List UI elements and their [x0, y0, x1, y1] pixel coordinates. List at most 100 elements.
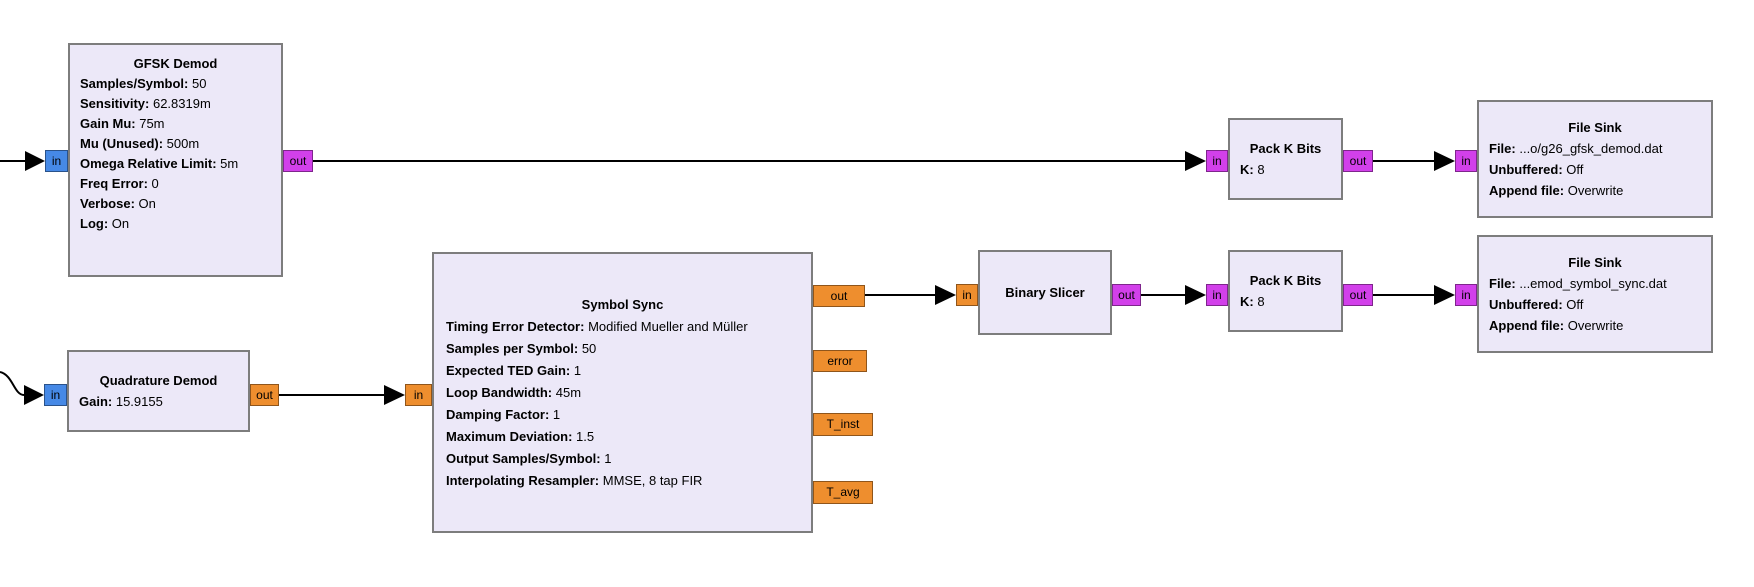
connection-into-quadrature-demod[interactable]	[0, 371, 25, 396]
gfsk-demod-in-port[interactable]: in	[45, 150, 68, 172]
arrowhead-icon	[24, 385, 44, 405]
block-title: File Sink	[1568, 254, 1622, 270]
quadrature-demod-in-port[interactable]: in	[44, 384, 67, 406]
param-label: File:	[1489, 275, 1520, 291]
param-value: 15.9155	[115, 393, 163, 409]
block-param: Expected TED Gain: 1	[446, 360, 799, 382]
block-binary-slicer[interactable]: Binary Slicer	[978, 250, 1112, 335]
param-value: On	[111, 216, 130, 231]
block-quadrature-demod[interactable]: Quadrature Demod Gain: 15.9155	[67, 350, 250, 432]
arrowhead-icon	[25, 151, 45, 171]
symbol-sync-out-port[interactable]: out	[813, 285, 865, 307]
pack-k-bits-top-in-port[interactable]: in	[1206, 150, 1228, 172]
block-param: Samples/Symbol: 50	[80, 74, 271, 94]
param-value: 8	[1257, 293, 1265, 309]
arrowhead-icon	[935, 285, 956, 305]
param-label: File:	[1489, 140, 1520, 156]
quadrature-demod-out-port[interactable]: out	[250, 384, 279, 406]
block-title: Pack K Bits	[1249, 272, 1322, 288]
param-label: Log:	[80, 216, 112, 231]
param-value: Off	[1566, 161, 1584, 177]
block-param: Sensitivity: 62.8319m	[80, 94, 271, 114]
param-value: 50	[581, 340, 597, 356]
param-label: Interpolating Resampler:	[446, 472, 603, 488]
param-value: 45m	[555, 384, 582, 400]
block-params: K: 8	[1230, 291, 1341, 312]
block-params: K: 8	[1230, 159, 1341, 180]
param-label: Maximum Deviation:	[446, 428, 577, 444]
block-title: File Sink	[1568, 119, 1622, 135]
param-label: Samples per Symbol:	[446, 340, 582, 356]
symbol-sync-t-inst-port[interactable]: T_inst	[813, 413, 873, 436]
arrowhead-icon	[384, 385, 405, 405]
gfsk-demod-out-port[interactable]: out	[283, 150, 313, 172]
param-label: Unbuffered:	[1489, 161, 1567, 177]
block-title: Symbol Sync	[581, 296, 664, 312]
param-label: Sensitivity:	[80, 96, 153, 111]
file-sink-bottom-in-port[interactable]: in	[1455, 284, 1477, 306]
param-value: Off	[1566, 296, 1584, 312]
block-param: Maximum Deviation: 1.5	[446, 426, 799, 448]
block-params: Gain: 15.9155	[69, 391, 248, 412]
block-param: Log: On	[80, 214, 271, 234]
param-value: On	[138, 196, 156, 211]
arrowhead-icon	[1185, 285, 1206, 305]
block-pack-k-bits-top[interactable]: Pack K Bits K: 8	[1228, 118, 1343, 200]
block-param: File: ...emod_symbol_sync.dat	[1489, 273, 1701, 294]
arrowhead-icon	[1434, 285, 1455, 305]
arrowhead-icon	[1185, 151, 1206, 171]
param-value: 1	[604, 450, 612, 466]
binary-slicer-in-port[interactable]: in	[956, 284, 978, 306]
block-param: Append file: Overwrite	[1489, 315, 1701, 336]
param-label: Omega Relative Limit:	[80, 156, 221, 171]
symbol-sync-error-port[interactable]: error	[813, 350, 867, 372]
block-param: Damping Factor: 1	[446, 404, 799, 426]
block-title: Binary Slicer	[1005, 284, 1085, 300]
param-label: Gain Mu:	[80, 116, 140, 131]
param-value: MMSE, 8 tap FIR	[602, 472, 703, 488]
param-label: Output Samples/Symbol:	[446, 450, 605, 466]
param-value: Overwrite	[1567, 182, 1624, 198]
param-value: 75m	[139, 116, 165, 131]
pack-k-bits-top-out-port[interactable]: out	[1343, 150, 1373, 172]
block-param: K: 8	[1240, 291, 1331, 312]
symbol-sync-t-avg-port[interactable]: T_avg	[813, 481, 873, 504]
param-label: Append file:	[1489, 317, 1568, 333]
block-param: K: 8	[1240, 159, 1331, 180]
block-param: Output Samples/Symbol: 1	[446, 448, 799, 470]
param-label: Samples/Symbol:	[80, 76, 192, 91]
param-value: Modified Mueller and Müller	[588, 318, 748, 334]
pack-k-bits-bottom-in-port[interactable]: in	[1206, 284, 1228, 306]
param-label: Expected TED Gain:	[446, 362, 574, 378]
symbol-sync-in-port[interactable]: in	[405, 384, 432, 406]
arrowhead-icon	[1434, 151, 1455, 171]
param-label: Verbose:	[80, 196, 139, 211]
block-param: Mu (Unused): 500m	[80, 134, 271, 154]
block-title: Quadrature Demod	[99, 372, 218, 388]
param-value: 500m	[166, 136, 200, 151]
block-param: Append file: Overwrite	[1489, 180, 1701, 201]
file-sink-top-in-port[interactable]: in	[1455, 150, 1477, 172]
block-param: Unbuffered: Off	[1489, 294, 1701, 315]
block-param: Interpolating Resampler: MMSE, 8 tap FIR	[446, 470, 799, 492]
pack-k-bits-bottom-out-port[interactable]: out	[1343, 284, 1373, 306]
param-value: 0	[151, 176, 159, 191]
param-value: Overwrite	[1567, 317, 1624, 333]
block-symbol-sync[interactable]: Symbol Sync Timing Error Detector: Modif…	[432, 252, 813, 533]
param-label: Timing Error Detector:	[446, 318, 589, 334]
block-param: Samples per Symbol: 50	[446, 338, 799, 360]
param-label: Freq Error:	[80, 176, 152, 191]
binary-slicer-out-port[interactable]: out	[1112, 284, 1141, 306]
block-param: Gain: 15.9155	[79, 391, 238, 412]
param-value: 1	[552, 406, 561, 422]
block-pack-k-bits-bottom[interactable]: Pack K Bits K: 8	[1228, 250, 1343, 332]
block-param: Verbose: On	[80, 194, 271, 214]
param-label: Damping Factor:	[446, 406, 553, 422]
